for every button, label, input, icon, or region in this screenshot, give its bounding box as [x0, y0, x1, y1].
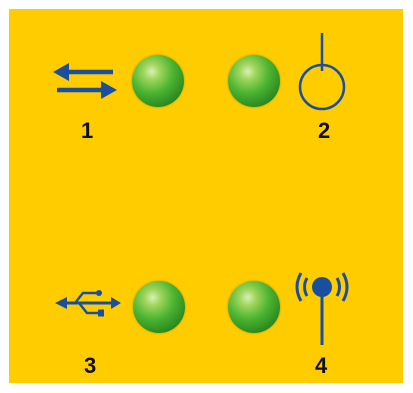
- indicator-number-1: 1: [81, 118, 94, 143]
- led-indicator-2: [228, 55, 280, 107]
- usb-icon: [55, 290, 121, 317]
- indicator-number-4: 4: [315, 353, 328, 378]
- indicator-panel: 1 2 3 4: [9, 9, 403, 383]
- led-indicator-4: [228, 281, 280, 333]
- power-icon: [298, 33, 346, 111]
- indicator-number-3: 3: [84, 353, 97, 378]
- indicator-number-2: 2: [318, 118, 331, 143]
- network-activity-arrows-icon: [53, 63, 117, 99]
- wireless-antenna-icon: [295, 272, 349, 345]
- led-indicator-1: [132, 55, 184, 107]
- led-indicator-3: [133, 281, 185, 333]
